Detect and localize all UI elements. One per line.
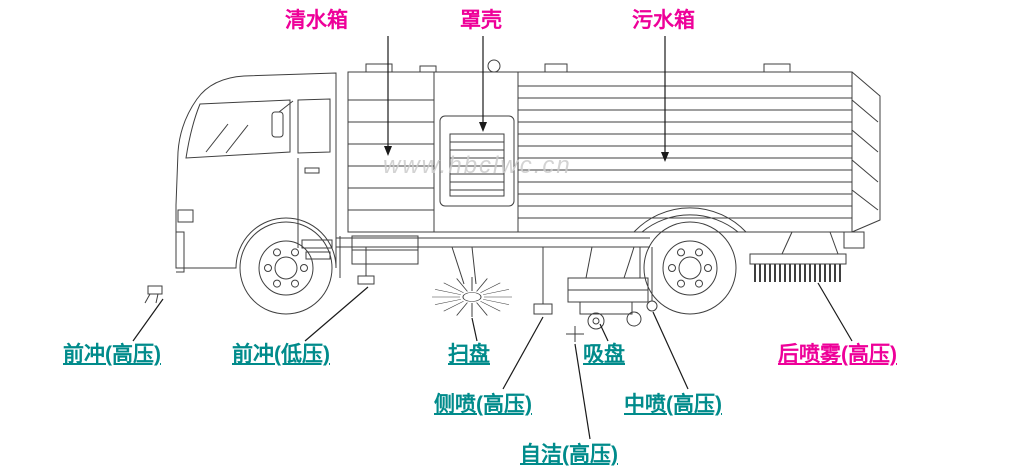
sweep-disc-brush xyxy=(432,277,512,317)
arrowhead-clean-water xyxy=(384,146,392,156)
front-wheel xyxy=(239,221,333,315)
arrowhead-cover xyxy=(479,122,487,132)
label-sweep-disc[interactable]: 扫盘 xyxy=(448,343,490,366)
label-cover-shell: 罩壳 xyxy=(460,9,502,32)
rear-panel xyxy=(851,71,881,233)
rear-mudflap xyxy=(843,231,865,249)
vent-grille xyxy=(449,133,505,197)
label-side-spray-high[interactable]: 侧喷(高压) xyxy=(434,393,532,416)
cab-step xyxy=(301,239,333,249)
top-dome xyxy=(487,59,501,73)
cover-shell-panel xyxy=(439,115,515,207)
label-sewage-tank: 污水箱 xyxy=(632,9,695,32)
mid-spray-nozzle xyxy=(646,300,658,312)
label-front-flush-high[interactable]: 前冲(高压) xyxy=(63,343,161,366)
door-handle xyxy=(304,167,320,174)
truck-outline xyxy=(144,59,881,342)
label-front-flush-low[interactable]: 前冲(低压) xyxy=(232,343,330,366)
rear-wheel xyxy=(643,221,737,315)
cab-body xyxy=(175,72,337,269)
rear-spray-bar xyxy=(749,253,847,265)
headlight xyxy=(177,209,194,223)
arrowhead-sewage xyxy=(661,152,669,162)
label-rear-spray-high[interactable]: 后喷雾(高压) xyxy=(778,343,897,366)
front-flush-high-nozzle xyxy=(147,285,163,295)
side-mirror xyxy=(271,111,284,138)
tank-body xyxy=(347,71,853,233)
windshield xyxy=(185,99,291,159)
front-bumper xyxy=(176,231,185,273)
front-flush-low-nozzle xyxy=(357,275,375,285)
label-self-clean-high[interactable]: 自洁(高压) xyxy=(520,443,618,466)
label-mid-spray-high[interactable]: 中喷(高压) xyxy=(624,393,722,416)
rear-fender xyxy=(633,207,747,233)
label-suction-plate[interactable]: 吸盘 xyxy=(583,343,625,366)
watermark: www.hbclwc.cn xyxy=(383,152,572,179)
filler-hatch xyxy=(365,63,393,73)
leader-lines xyxy=(132,36,853,440)
side-spray-nozzle xyxy=(533,303,553,315)
label-clean-water-tank: 清水箱 xyxy=(285,9,348,32)
door-window xyxy=(297,98,331,154)
